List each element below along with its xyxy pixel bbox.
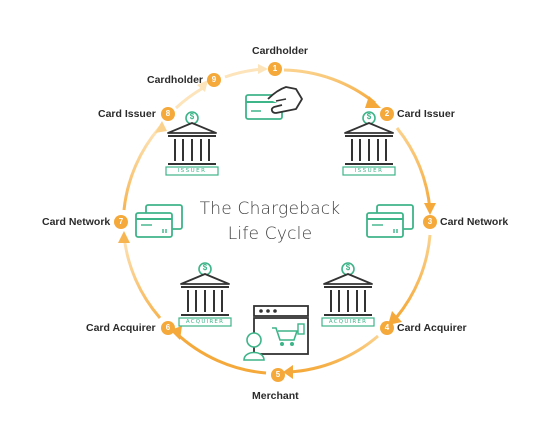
arrow-head-9 xyxy=(197,80,208,92)
merchant-store-icon xyxy=(243,305,309,361)
step-4-badge: 4 xyxy=(380,321,394,335)
step-8-badge: 8 xyxy=(161,107,175,121)
arc-8-9 xyxy=(174,86,204,110)
arrow-head-7 xyxy=(118,231,130,243)
step-1-label: Cardholder xyxy=(252,45,309,57)
step-6-badge: 6 xyxy=(161,321,175,335)
step-3-badge: 3 xyxy=(423,215,437,229)
step-2-badge: 2 xyxy=(380,107,394,121)
step-5-badge: 5 xyxy=(271,368,285,382)
card-network-icon-right xyxy=(366,204,414,238)
arc-2-3 xyxy=(395,127,432,211)
arrow-head-2 xyxy=(365,96,381,108)
title-line-1: The Chargeback xyxy=(199,199,341,219)
card-network-icon-left xyxy=(135,204,183,238)
step-8-label: Card Issuer xyxy=(98,108,156,120)
issuer-right-caption: ISSUER xyxy=(354,168,384,174)
bank-acquirer-icon-right xyxy=(321,262,375,327)
dollar-sign-acquirer-right: $ xyxy=(345,263,351,272)
step-2-label: Card Issuer xyxy=(397,108,455,120)
step-9-badge: 9 xyxy=(207,73,221,87)
step-3-label: Card Network xyxy=(440,216,509,228)
arc-4-5 xyxy=(288,334,379,374)
step-7-label: Card Network xyxy=(42,216,111,228)
title-line-2: Life Cycle xyxy=(227,224,313,244)
dollar-sign-acquirer-left: $ xyxy=(202,263,208,272)
bank-issuer-icon-left xyxy=(165,111,219,176)
arrow-head-4 xyxy=(388,311,402,325)
acquirer-right-caption: ACQUIRER xyxy=(328,319,368,325)
step-6-label: Card Acquirer xyxy=(86,322,156,334)
bank-acquirer-icon-left xyxy=(178,262,232,327)
step-1-badge: 1 xyxy=(268,62,282,76)
diagram-title: The Chargeback Life Cycle xyxy=(175,197,365,247)
issuer-left-caption: ISSUER xyxy=(177,168,207,174)
dollar-sign-issuer-right: $ xyxy=(366,112,372,121)
bank-issuer-icon-right xyxy=(342,111,396,176)
hand-card-icon xyxy=(245,86,303,120)
step-4-label: Card Acquirer xyxy=(397,322,467,334)
acquirer-left-caption: ACQUIRER xyxy=(185,319,225,325)
arrow-head-1 xyxy=(258,64,268,74)
step-5-label: Merchant xyxy=(252,390,299,402)
arc-5-6 xyxy=(174,331,267,375)
arrow-head-8 xyxy=(155,121,167,133)
arc-3-4 xyxy=(394,234,432,319)
arc-7-8 xyxy=(122,126,162,211)
dollar-sign-issuer-left: $ xyxy=(189,112,195,121)
arc-6-7 xyxy=(122,235,162,319)
step-7-badge: 7 xyxy=(114,215,128,229)
arc-1-2 xyxy=(283,68,376,105)
step-9-label: Cardholder xyxy=(147,74,204,86)
arrow-head-5 xyxy=(283,365,293,379)
arrow-head-3 xyxy=(424,203,436,215)
